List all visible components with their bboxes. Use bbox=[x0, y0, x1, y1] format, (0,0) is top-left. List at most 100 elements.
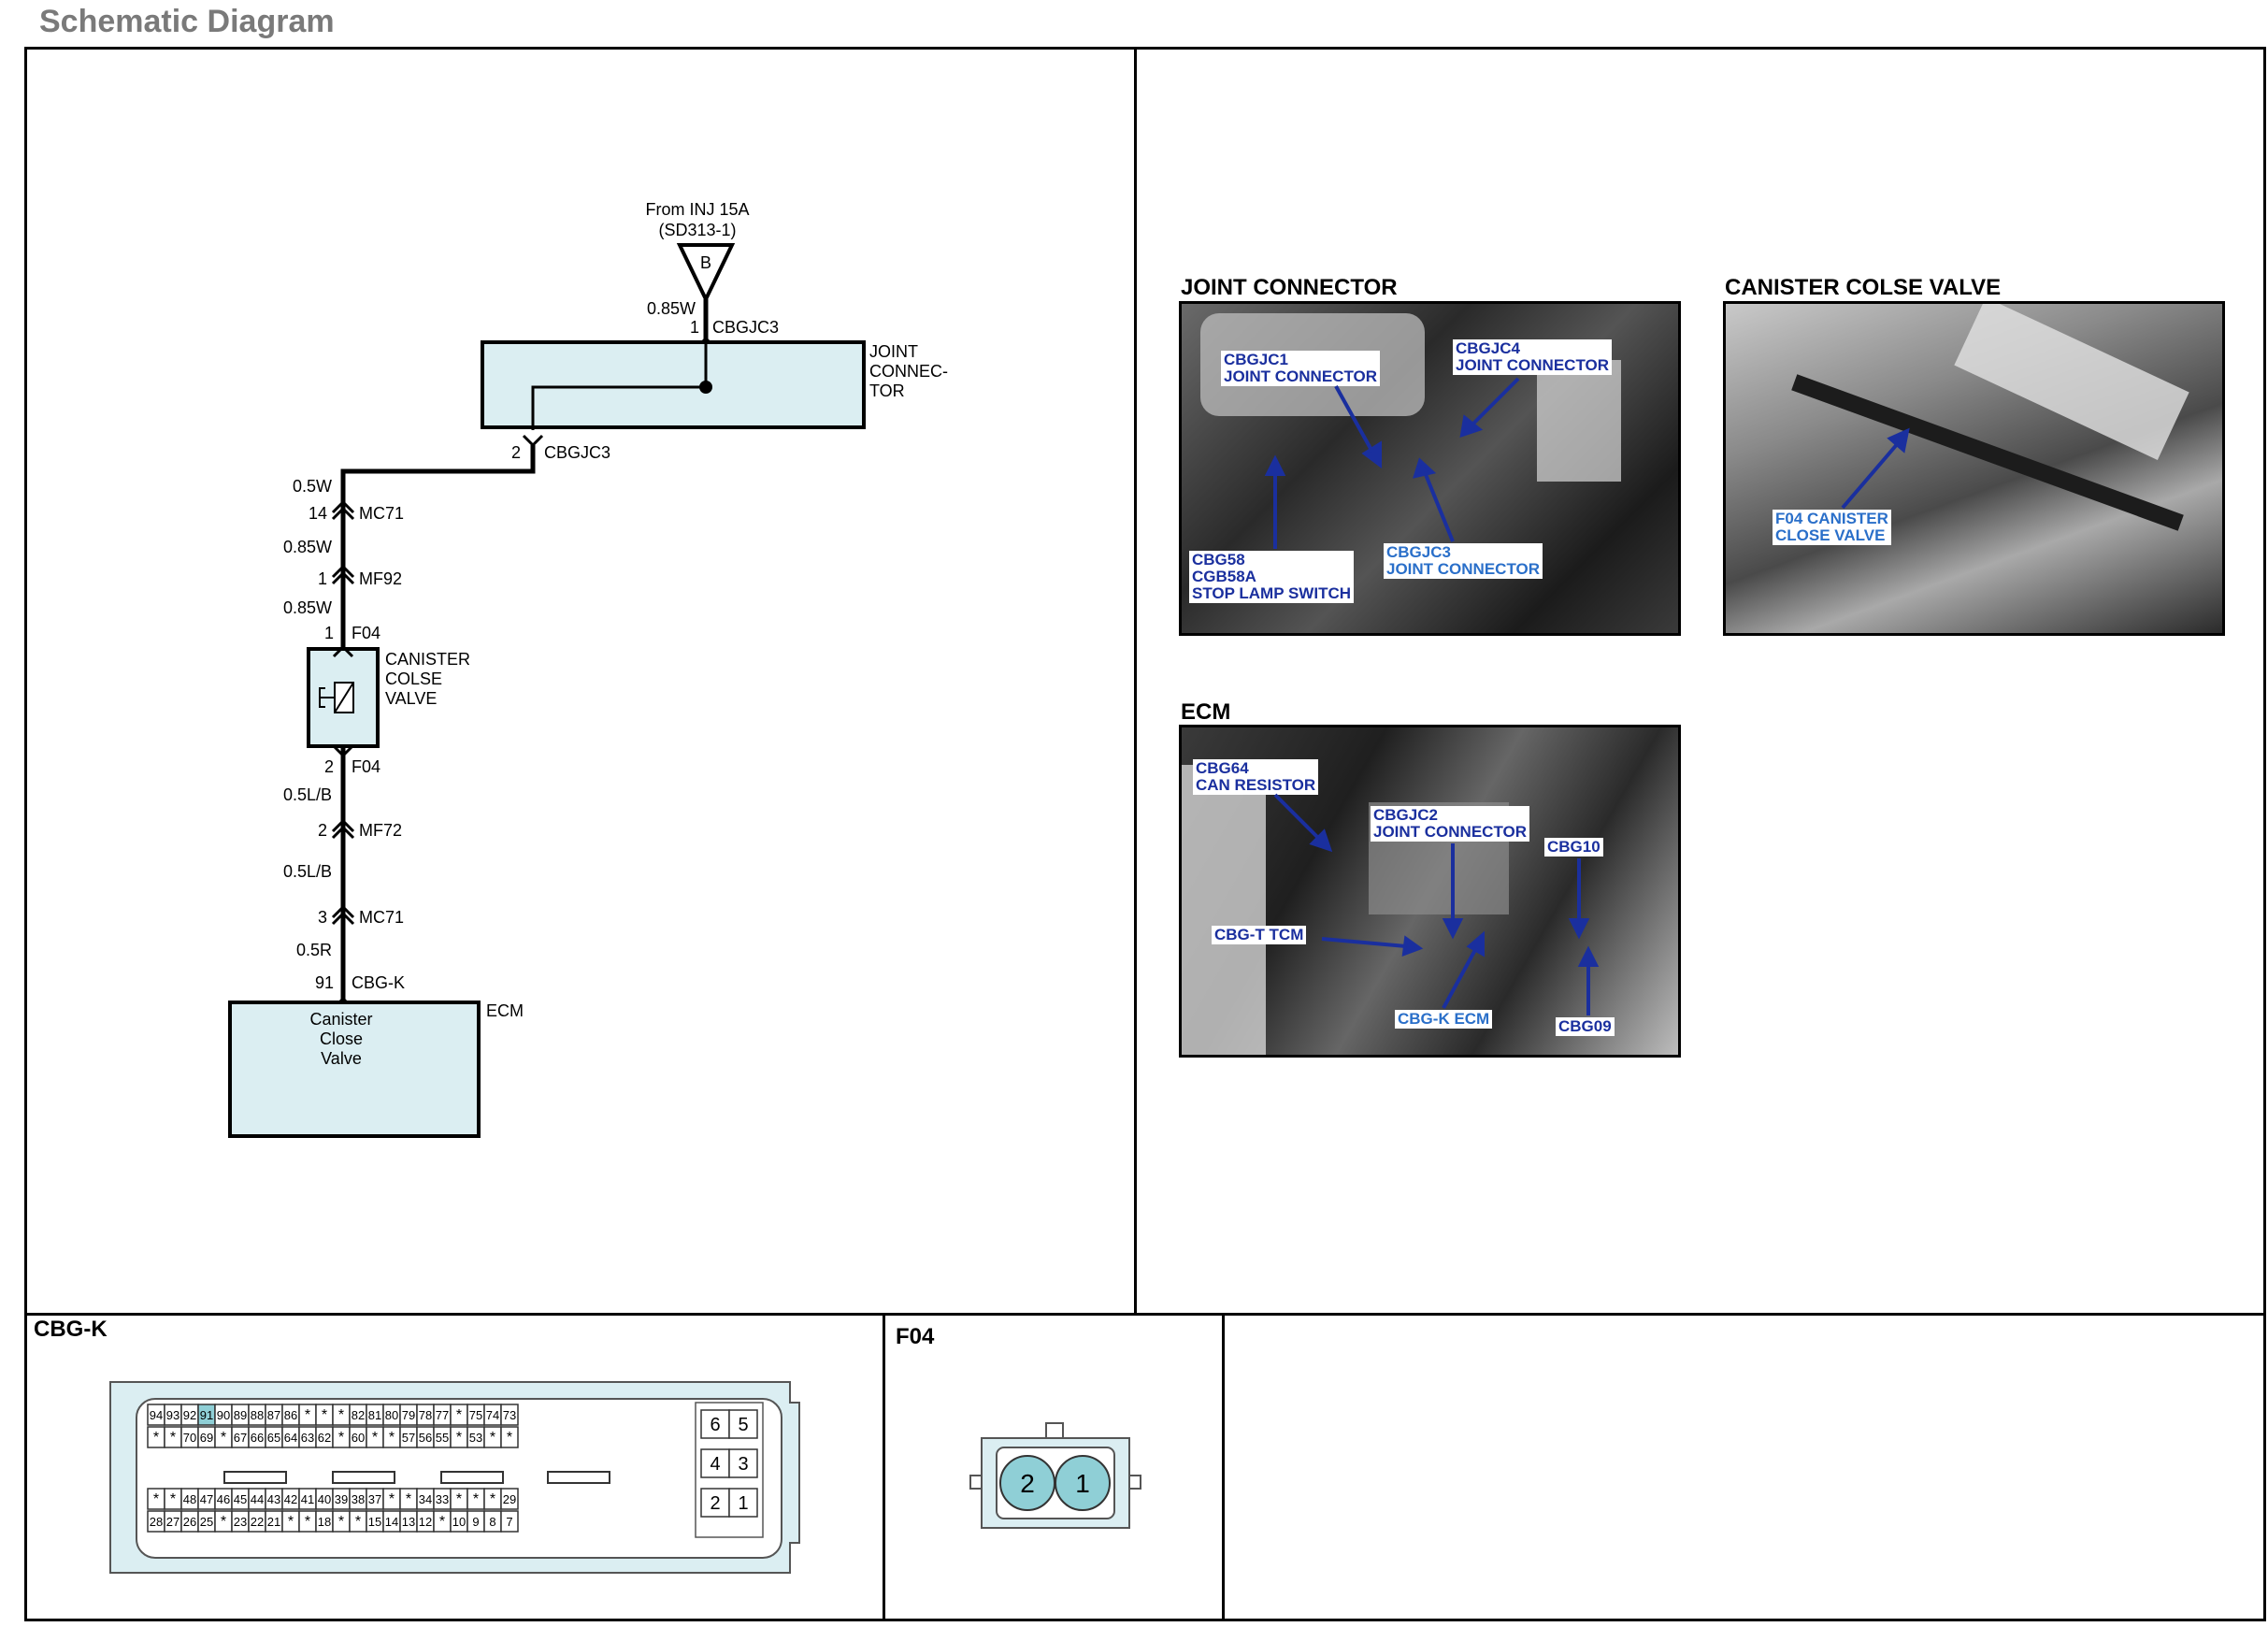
page-title: Schematic Diagram bbox=[39, 4, 335, 39]
callout-cbgjc3: CBGJC3 JOINT CONNECTOR bbox=[1384, 543, 1543, 579]
cbgk-pin-label: * bbox=[322, 1407, 327, 1423]
cbgk-pin-label: 67 bbox=[234, 1431, 247, 1445]
cbgk-pin-label: 53 bbox=[469, 1431, 482, 1445]
cbgk-pin-label: 21 bbox=[267, 1515, 280, 1529]
solenoid-diagonal bbox=[334, 682, 354, 713]
joint-label-2: CONNEC- bbox=[869, 362, 948, 381]
cbgk-pin-label: 78 bbox=[419, 1408, 432, 1422]
cbgk-pin-label: 63 bbox=[301, 1431, 314, 1445]
cbgk-pin-label: 13 bbox=[402, 1515, 415, 1529]
cbgk-pin-cell bbox=[500, 1488, 519, 1510]
wire-spec-8: 0.5R bbox=[296, 941, 332, 959]
inline-connector-mc71-14: 14 MC71 bbox=[309, 499, 404, 523]
cbgk-side-pin-cell bbox=[700, 1448, 730, 1478]
cbgk-pin-label: 56 bbox=[419, 1431, 432, 1445]
wire-pin-5: 2 bbox=[324, 757, 334, 776]
wiring-schematic: From INJ 15A (SD313-1) B 0.85W 1 CBGJC3 … bbox=[228, 200, 948, 1138]
wire-pin-7: 3 bbox=[318, 908, 327, 927]
cbgk-pin-label: 74 bbox=[486, 1408, 499, 1422]
ecm-box-label-2: Close bbox=[320, 1029, 363, 1048]
cbgk-pin-cell bbox=[500, 1426, 519, 1448]
cbgk-pin-label: 40 bbox=[318, 1492, 331, 1506]
cbgk-pin-label: 86 bbox=[284, 1408, 297, 1422]
divider-connector-left bbox=[883, 1313, 885, 1621]
cbgk-pin-label: 34 bbox=[419, 1492, 432, 1506]
wire-conn-5: F04 bbox=[352, 757, 380, 776]
callout-arrows bbox=[1264, 377, 1520, 549]
wire-conn-0: CBGJC3 bbox=[712, 318, 779, 337]
cbgk-pin-label: 79 bbox=[402, 1408, 415, 1422]
wire-spec-7: 0.5L/B bbox=[283, 862, 332, 881]
callout-arrows bbox=[1273, 793, 1600, 1015]
pin-arrow-icon bbox=[332, 644, 354, 658]
wire-spec-3: 0.85W bbox=[283, 538, 332, 556]
cbgk-pin-label: 14 bbox=[385, 1515, 398, 1529]
cbgk-pin-label: 7 bbox=[506, 1515, 512, 1529]
cbgk-pin-label: 18 bbox=[318, 1515, 331, 1529]
joint-splice-dot bbox=[699, 381, 712, 394]
cbgk-pin-cell bbox=[500, 1510, 519, 1533]
photo-ecm: CBG64 CAN RESISTOR CBGJC2 JOINT CONNECTO… bbox=[1179, 725, 1681, 1058]
cbgk-pin-label: 70 bbox=[183, 1431, 196, 1445]
f04-tab-right bbox=[1128, 1475, 1141, 1490]
callout-cbg09: CBG09 bbox=[1556, 1017, 1615, 1036]
cbgk-pin-label: * bbox=[338, 1430, 344, 1446]
cbgk-pin-label: * bbox=[355, 1514, 361, 1530]
cbgk-pin-label: 94 bbox=[150, 1408, 163, 1422]
photo-joint-connector: CBGJC1 JOINT CONNECTOR CBGJC4 JOINT CONN… bbox=[1179, 301, 1681, 636]
diagram-frame bbox=[24, 47, 2266, 1621]
cbgk-pin-label: 62 bbox=[318, 1431, 331, 1445]
wire-conn-6: MF72 bbox=[359, 821, 402, 840]
joint-internal-wire bbox=[531, 342, 708, 430]
wire-conn-7: MC71 bbox=[359, 908, 404, 927]
solenoid-bracket bbox=[319, 687, 335, 708]
wire-pin-1: 2 bbox=[511, 443, 521, 462]
wire-spec-6: 0.5L/B bbox=[283, 785, 332, 804]
joint-label-1: JOINT bbox=[869, 342, 918, 361]
wire-conn-2: MC71 bbox=[359, 504, 404, 523]
divider-horizontal bbox=[24, 1313, 2266, 1316]
cbgk-pin-label: 90 bbox=[217, 1408, 230, 1422]
cbgk-pin-label: * bbox=[456, 1407, 462, 1423]
cbgk-pin-label: * bbox=[406, 1491, 411, 1507]
cbgk-pin-label: 23 bbox=[234, 1515, 247, 1529]
cbgk-pin-label: 60 bbox=[352, 1431, 365, 1445]
cbgk-pin-label: 43 bbox=[267, 1492, 280, 1506]
cbgk-pin-label: 73 bbox=[503, 1408, 516, 1422]
callout-cbg10: CBG10 bbox=[1544, 838, 1603, 857]
photo-title-canister: CANISTER COLSE VALVE bbox=[1725, 275, 2002, 300]
source-terminal: B bbox=[700, 253, 711, 272]
cbgk-pin-label: 26 bbox=[183, 1515, 196, 1529]
cbgk-pin-label: * bbox=[288, 1514, 294, 1530]
cbgk-pin-label: 45 bbox=[234, 1492, 247, 1506]
wire-pin-6: 2 bbox=[318, 821, 327, 840]
cbgk-keys bbox=[223, 1471, 610, 1484]
cbgk-pin-label: 10 bbox=[452, 1515, 466, 1529]
cbgk-pin-label: 91 bbox=[200, 1408, 213, 1422]
cbgk-side-pin-label: 1 bbox=[738, 1493, 748, 1514]
cbgk-pin-label: 41 bbox=[301, 1492, 314, 1506]
cbgk-pin-label: 42 bbox=[284, 1492, 297, 1506]
wire-pin-2: 14 bbox=[309, 504, 327, 523]
cbgk-pin-label: * bbox=[338, 1514, 344, 1530]
callout-cbgk-ecm: CBG-K ECM bbox=[1395, 1010, 1493, 1029]
cbgk-pin-label: 28 bbox=[150, 1515, 163, 1529]
cbgk-pin-label: 87 bbox=[267, 1408, 280, 1422]
cbgk-pin-label: 39 bbox=[335, 1492, 348, 1506]
cbgk-pin-label: * bbox=[305, 1407, 310, 1423]
cbgk-pin-label: 55 bbox=[436, 1431, 449, 1445]
cbgk-pin-label: * bbox=[473, 1491, 479, 1507]
cbgk-pin-label: 25 bbox=[200, 1515, 213, 1529]
joint-label-3: TOR bbox=[869, 382, 905, 400]
callout-cbgjc4: CBGJC4 JOINT CONNECTOR bbox=[1453, 339, 1613, 375]
inline-connector-mf72-2: 2 MF72 bbox=[318, 818, 402, 840]
divider-vertical bbox=[1134, 47, 1137, 1315]
f04-pin-label-1: 1 bbox=[1075, 1469, 1090, 1498]
pin-arrow-icon bbox=[332, 744, 354, 758]
cbgk-pin-label: 38 bbox=[352, 1492, 365, 1506]
wire-conn-8: CBG-K bbox=[352, 973, 405, 992]
cbgk-side-pin-label: 3 bbox=[738, 1454, 748, 1475]
cbgk-pin-label: * bbox=[305, 1514, 310, 1530]
callout-stop-lamp: CBG58 CGB58A STOP LAMP SWITCH bbox=[1189, 551, 1355, 603]
